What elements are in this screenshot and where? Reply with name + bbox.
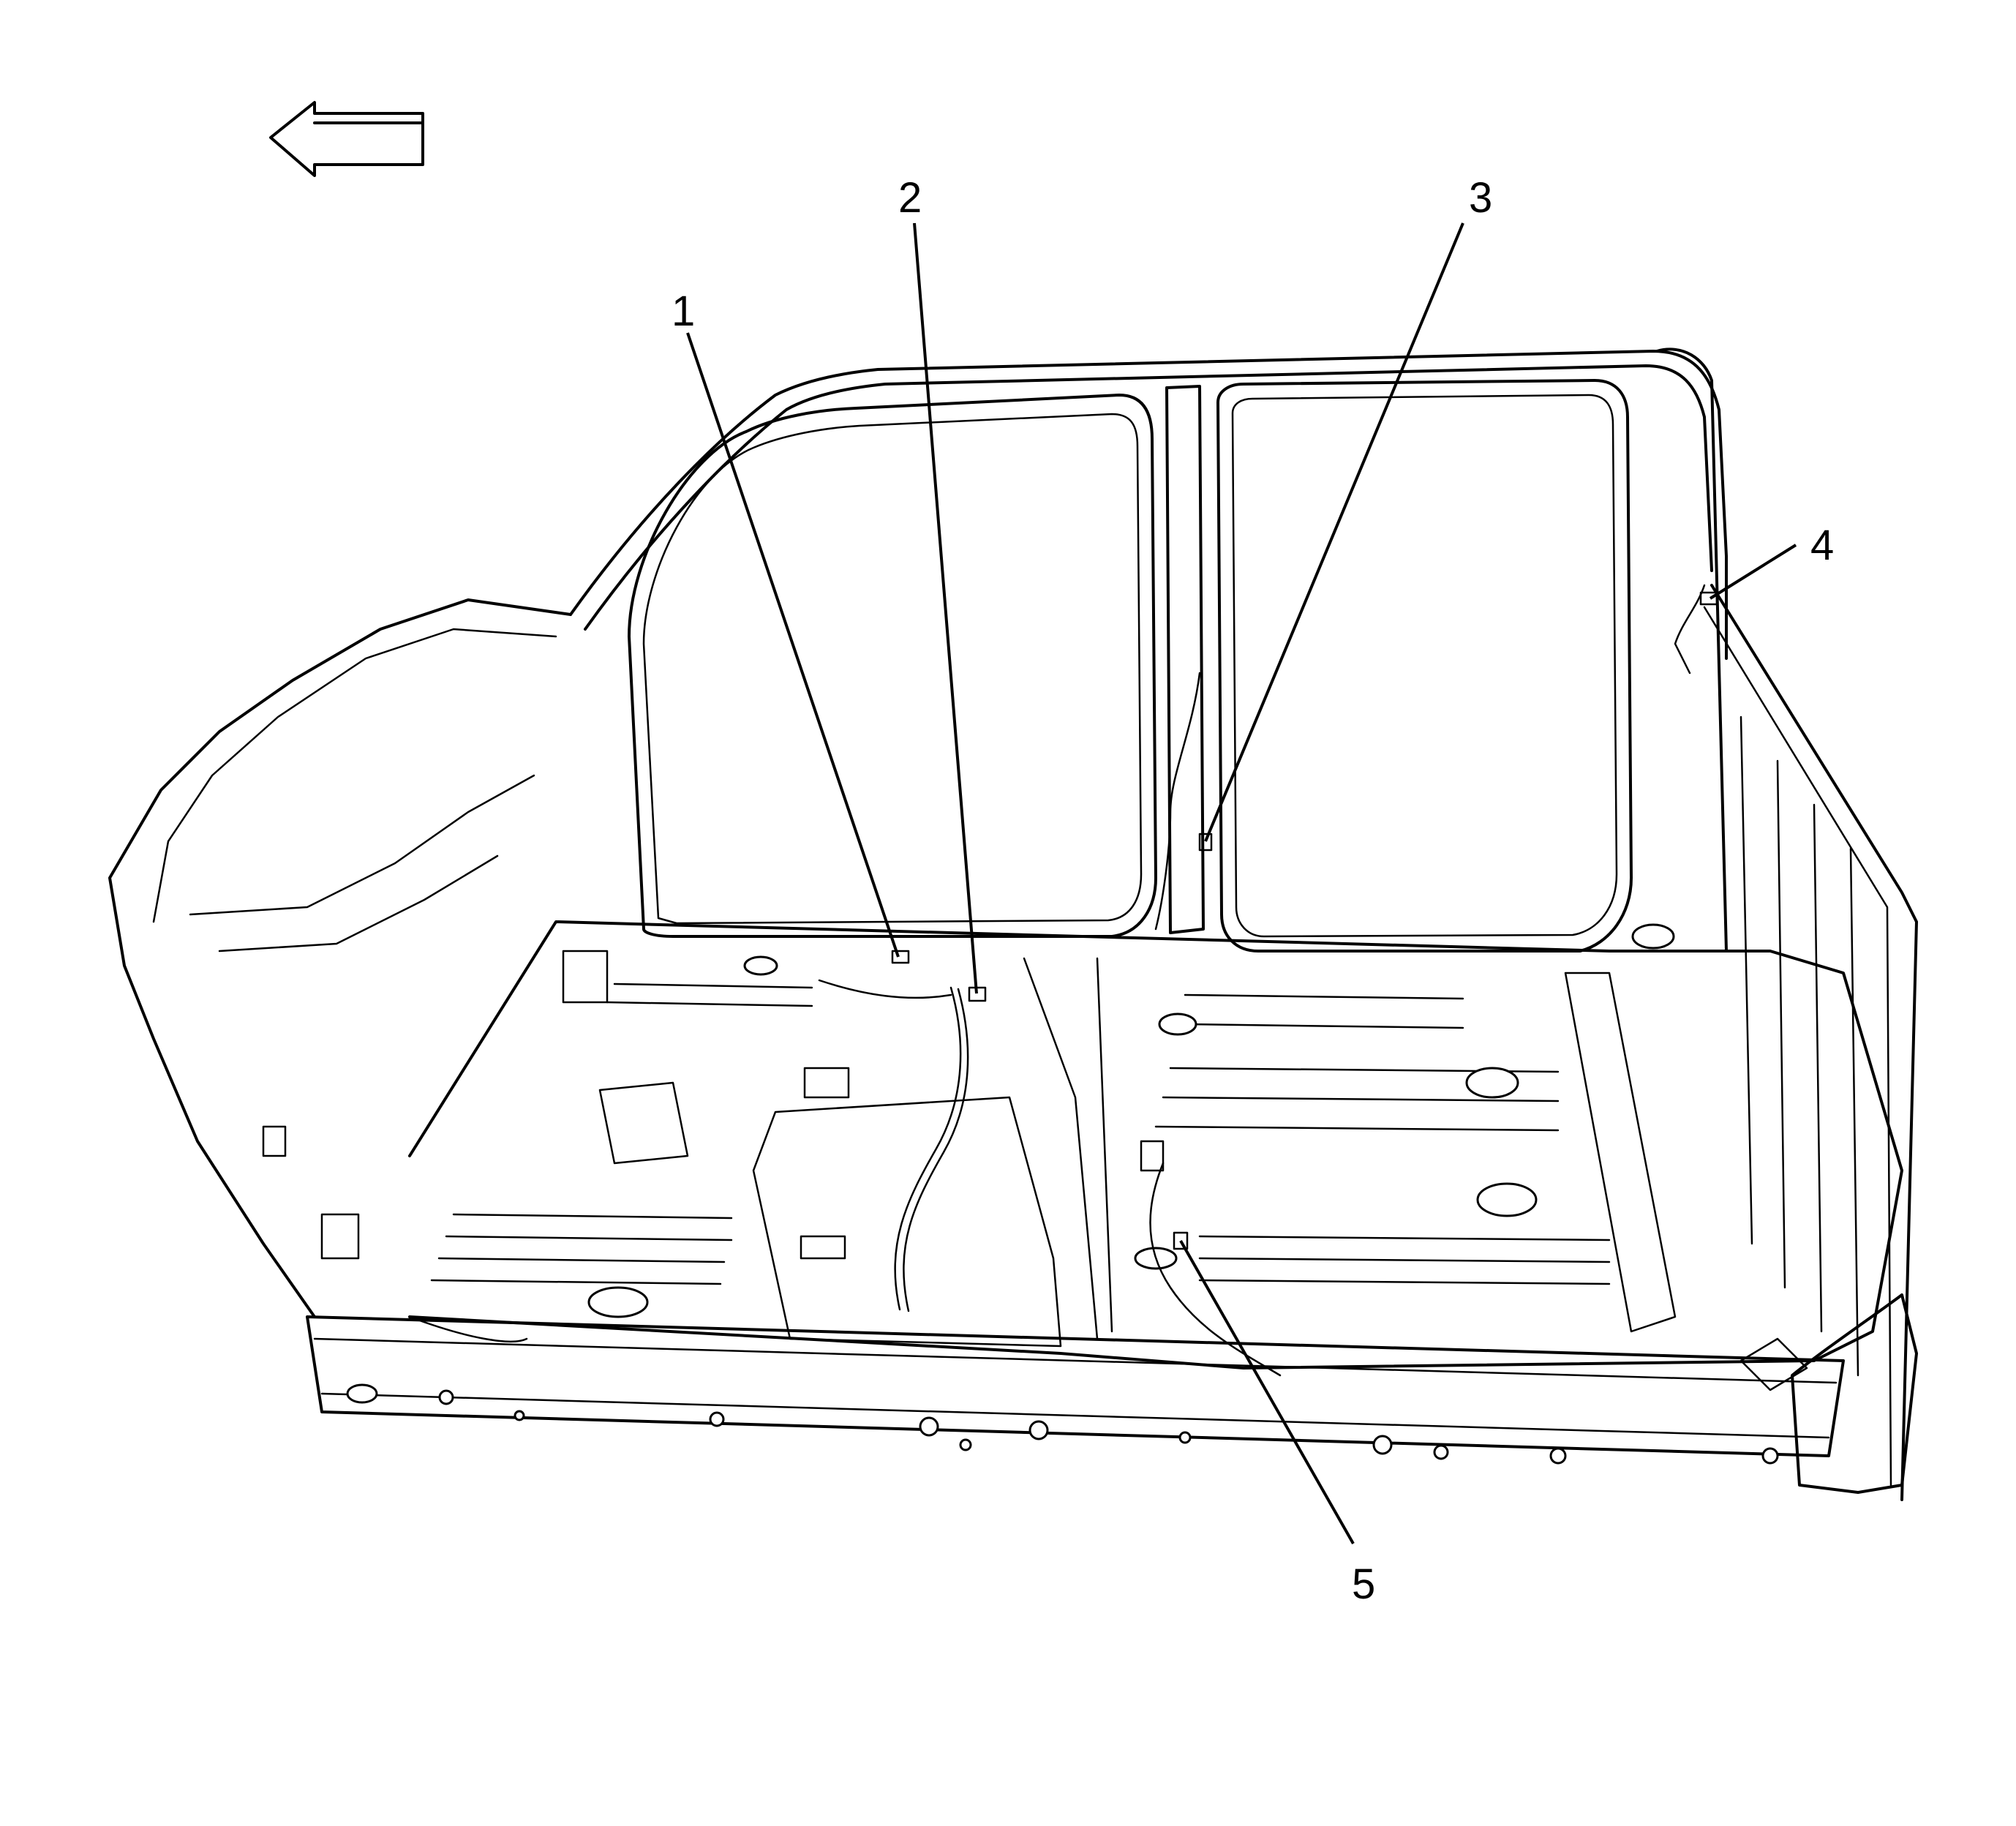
callout-1: 1 [672,288,695,335]
vehicle-body [108,347,1918,1501]
b-pillar [1165,385,1205,934]
leader-1 [686,332,900,958]
floor-tunnel [752,1096,1062,1348]
rear-corner [1791,1293,1918,1494]
roof-rail [569,350,1728,660]
leader-4 [1709,544,1797,600]
leader-5 [1179,1240,1355,1544]
rocker-panel [306,1315,1845,1457]
callout-5: 5 [1352,1560,1375,1608]
cab-back-wall [1710,584,1918,1501]
connector-5 [1173,1231,1189,1250]
rear-door-opening [1216,379,1633,953]
callout-leaders [686,222,1797,1544]
callout-labels: 1 2 3 4 5 [672,174,1834,1608]
connector-1 [891,950,910,964]
rear-door-opening-inner [1231,394,1618,938]
front-door-opening [628,394,1157,938]
front-door-opening-inner [642,413,1143,925]
wiring-harness [894,986,962,1311]
rocker-holes [346,1383,1779,1465]
leader-2 [913,222,978,994]
front-direction-arrow-icon [269,101,424,177]
connector-4 [1699,591,1718,606]
roof-rail-inner [584,364,1713,631]
callout-4: 4 [1810,522,1834,569]
front-cowl [108,598,572,1318]
leader-3 [1204,222,1464,842]
cab-back-pillar [1655,347,1728,953]
callout-2: 2 [898,174,922,222]
floor-grommets [587,923,1675,1318]
callout-3: 3 [1469,174,1492,222]
connector-3 [1198,833,1213,852]
